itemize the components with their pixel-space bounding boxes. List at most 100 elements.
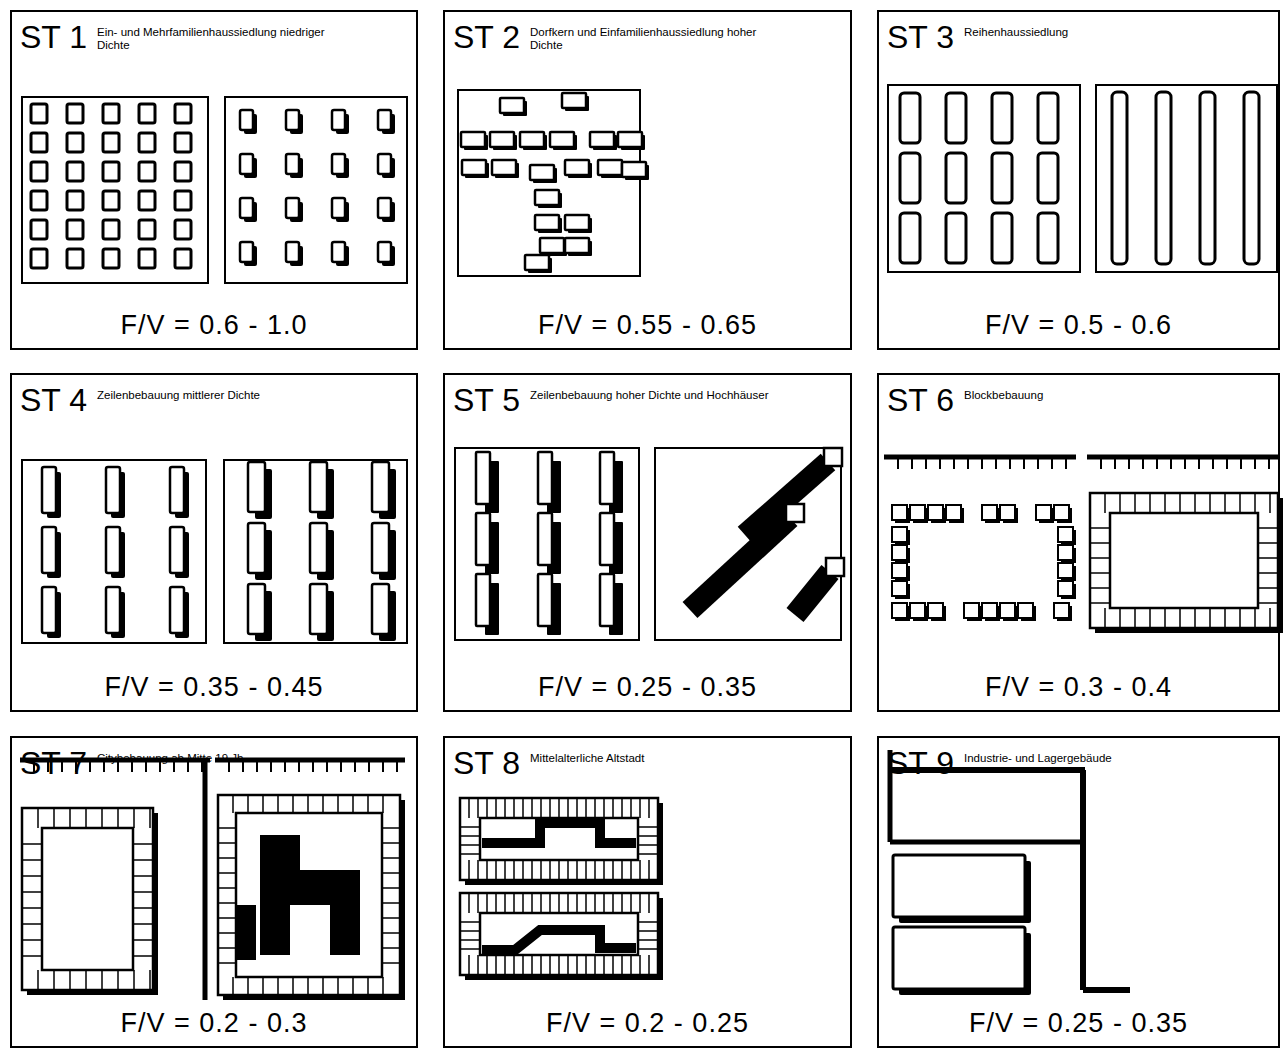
block-divider	[612, 798, 614, 818]
block-divider	[133, 891, 153, 893]
building	[538, 452, 552, 504]
block-divider	[382, 827, 400, 829]
type-description: Reihenhaussiedlung	[964, 26, 1068, 39]
block-divider	[1258, 602, 1278, 604]
block-divider	[22, 875, 42, 877]
type-description: Industrie- und Lagergebäude	[964, 752, 1112, 765]
building	[964, 603, 979, 618]
building	[476, 513, 490, 565]
block-divider	[603, 955, 605, 975]
block-divider	[1239, 493, 1241, 513]
building	[310, 584, 327, 634]
plot-tick	[1100, 457, 1102, 469]
block-divider	[576, 798, 578, 818]
building	[600, 452, 614, 504]
block-divider	[477, 798, 479, 818]
block-divider	[460, 835, 480, 837]
building	[492, 160, 516, 175]
block-divider	[22, 955, 42, 957]
block-divider	[37, 808, 39, 828]
block-divider	[460, 930, 480, 932]
building	[1058, 563, 1073, 578]
block-divider	[531, 955, 533, 975]
block-divider	[468, 798, 470, 818]
building	[892, 545, 907, 560]
building	[892, 563, 907, 578]
type-panel: ST 3ReihenhaussiedlungF/V = 0.5 - 0.6	[877, 10, 1280, 350]
building	[982, 603, 997, 618]
panel-heading: ST 2Dorfkern und Einfamilienhaussiedlung…	[445, 12, 850, 54]
building	[31, 191, 47, 210]
building	[378, 110, 391, 130]
type-description: Mittelalterliche Altstadt	[530, 752, 644, 765]
block-divider	[468, 955, 470, 975]
block-divider	[594, 955, 596, 975]
building	[106, 527, 120, 573]
building	[103, 191, 119, 210]
block-divider	[460, 921, 480, 923]
block-courtyard	[236, 813, 382, 977]
plot-tick	[1065, 457, 1067, 469]
block-divider	[522, 860, 524, 880]
block-divider	[576, 860, 578, 880]
ratio-value: F/V = 0.35 - 0.45	[105, 672, 324, 710]
plot-tick	[1226, 457, 1228, 469]
type-description: Citybebauung ab Mitte 19.Jh.	[97, 752, 247, 765]
type-code: ST 4	[20, 383, 87, 417]
building	[240, 110, 253, 130]
block-divider	[133, 970, 135, 990]
block-divider	[639, 798, 641, 818]
plot-tick	[326, 760, 328, 772]
block-divider	[22, 907, 42, 909]
block-divider	[337, 795, 339, 813]
type-description: Blockbebauung	[964, 389, 1043, 402]
building	[535, 190, 559, 205]
building	[103, 104, 119, 123]
block-divider	[504, 955, 506, 975]
building	[540, 238, 564, 253]
building	[900, 153, 920, 203]
type-code: ST 6	[887, 383, 954, 417]
plot-tick	[1212, 457, 1214, 469]
block-divider	[262, 795, 264, 813]
plan-frame	[888, 85, 1080, 272]
building	[892, 527, 907, 542]
block-divider	[495, 893, 497, 913]
block-divider	[382, 872, 400, 874]
block-divider	[460, 826, 480, 828]
block-divider	[549, 955, 551, 975]
block-divider	[495, 860, 497, 880]
block-divider	[531, 798, 533, 818]
block-divider	[576, 893, 578, 913]
building	[892, 603, 907, 618]
block-divider	[558, 893, 560, 913]
building	[1038, 153, 1058, 203]
plot-tick	[284, 760, 286, 772]
building	[982, 505, 997, 520]
ratio-value: F/V = 0.25 - 0.35	[538, 672, 757, 710]
building	[31, 220, 47, 239]
building	[103, 133, 119, 152]
block-divider	[603, 798, 605, 818]
plot-tick	[1051, 457, 1053, 469]
building	[520, 132, 544, 147]
building	[1112, 92, 1127, 264]
block-divider	[638, 930, 658, 932]
block-divider	[133, 939, 153, 941]
building	[461, 132, 485, 147]
block-outer	[22, 808, 153, 990]
inner-building	[482, 930, 636, 950]
type-panel: ST 6BlockbebauungF/V = 0.3 - 0.4	[877, 373, 1280, 712]
block-courtyard	[480, 818, 638, 860]
block-divider	[648, 798, 650, 818]
block-divider	[149, 808, 151, 828]
block-divider	[621, 860, 623, 880]
type-panel: ST 1Ein- und Mehrfamilienhaussiedlung ni…	[10, 10, 418, 350]
block-divider	[1224, 608, 1226, 628]
block-divider	[292, 977, 294, 995]
block-divider	[460, 939, 480, 941]
building	[500, 98, 524, 113]
block-divider	[477, 860, 479, 880]
plot-tick	[1170, 457, 1172, 469]
building	[175, 133, 191, 152]
